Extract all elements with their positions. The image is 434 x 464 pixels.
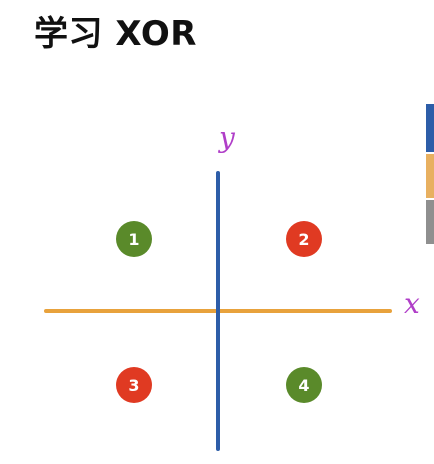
x-axis-label: x <box>404 287 420 320</box>
legend-swatch-gray <box>426 200 434 244</box>
slide-title: 学习 XOR <box>34 14 197 54</box>
quadrant-1-marker: 1 <box>116 221 152 257</box>
legend-swatch-blue <box>426 104 434 152</box>
y-axis-line <box>216 171 220 451</box>
legend-swatch-orange <box>426 154 434 198</box>
quadrant-4-marker: 4 <box>286 367 322 403</box>
quadrant-3-marker: 3 <box>116 367 152 403</box>
y-axis-label: y <box>219 121 235 154</box>
quadrant-2-marker: 2 <box>286 221 322 257</box>
